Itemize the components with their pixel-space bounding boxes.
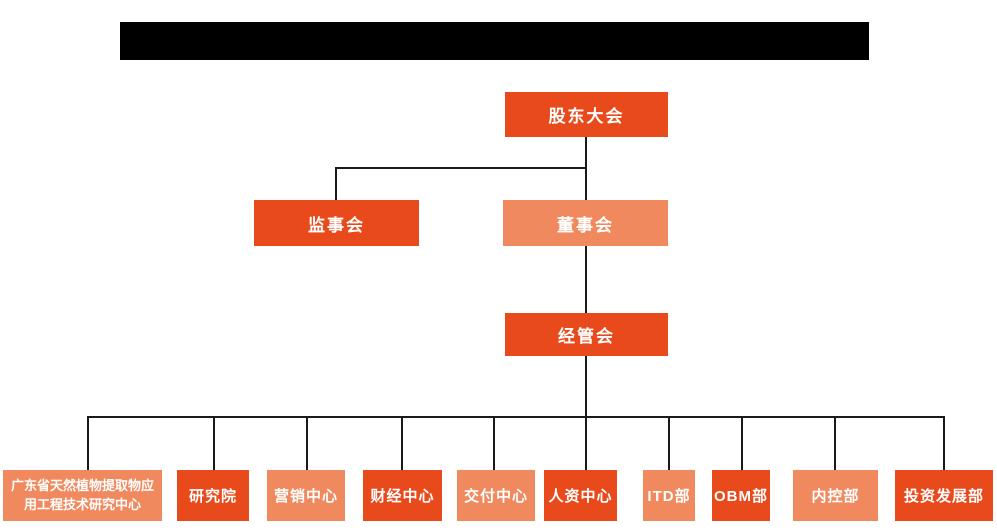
- connector-line: [741, 416, 743, 470]
- connector-line: [585, 137, 587, 169]
- connector-line: [335, 167, 587, 169]
- node-hr-center: 人资中心: [544, 470, 617, 521]
- node-itd-department: ITD部: [643, 470, 695, 521]
- node-research-institute: 研究院: [177, 470, 249, 521]
- node-marketing-center: 营销中心: [267, 470, 345, 521]
- connector-line: [585, 246, 587, 313]
- connector-line: [834, 416, 836, 470]
- connector-line: [668, 416, 670, 470]
- node-delivery-center: 交付中心: [457, 470, 535, 521]
- connector-line: [493, 416, 495, 470]
- node-investment-development-department: 投资发展部: [895, 470, 993, 521]
- connector-line: [213, 416, 215, 470]
- node-finance-center: 财经中心: [363, 470, 442, 521]
- node-research-center: 广东省天然植物提取物应用工程技术研究中心: [3, 470, 162, 521]
- node-supervisory-board: 监事会: [254, 200, 419, 246]
- connector-line: [88, 416, 945, 418]
- connector-line: [401, 416, 403, 470]
- node-shareholders-meeting: 股东大会: [505, 92, 668, 137]
- node-board-of-directors: 董事会: [503, 200, 668, 246]
- connector-line: [943, 416, 945, 470]
- node-obm-department: OBM部: [712, 470, 770, 521]
- node-management-committee: 经管会: [505, 313, 668, 356]
- redacted-title-bar: [120, 22, 869, 60]
- connector-line: [585, 356, 587, 418]
- connector-line: [585, 167, 587, 200]
- connector-line: [335, 167, 337, 200]
- connector-line: [87, 416, 89, 470]
- node-internal-control-department: 内控部: [793, 470, 878, 521]
- connector-line: [306, 416, 308, 470]
- connector-line: [585, 416, 587, 470]
